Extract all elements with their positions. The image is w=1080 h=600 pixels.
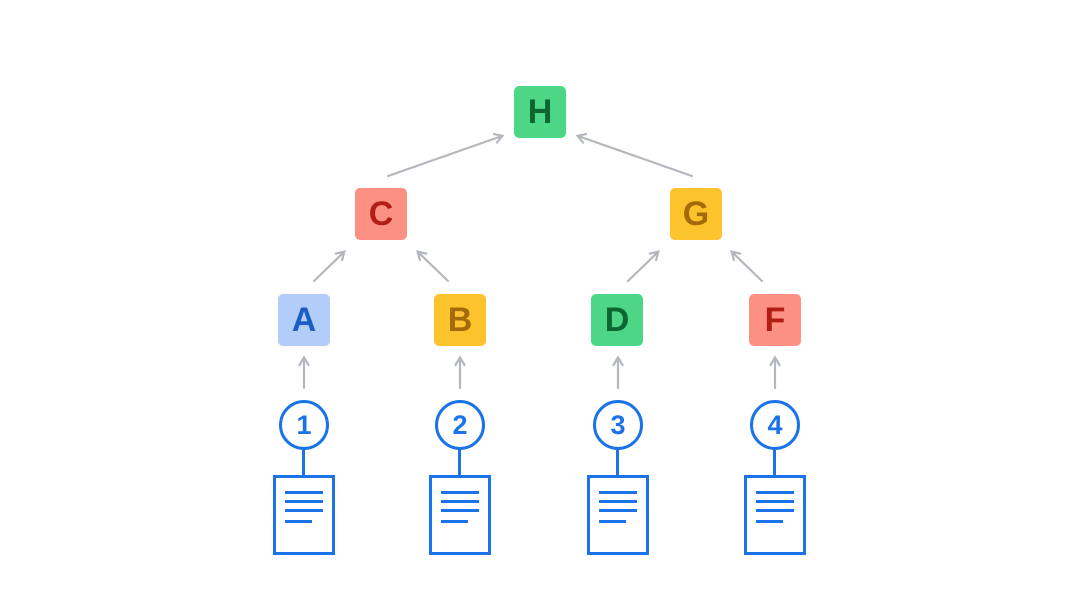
tree-node-h-label: H (527, 92, 553, 131)
document-icon-3 (587, 475, 649, 555)
tree-node-b: B (434, 294, 486, 346)
document-text-line (285, 491, 323, 494)
source-number-1: 1 (296, 409, 312, 440)
source-number-4: 4 (767, 409, 783, 440)
arrow-a-to-c (312, 250, 346, 283)
connector-line-1 (302, 447, 305, 478)
arrow-c-to-h (386, 132, 505, 178)
arrow-d-to-g (626, 250, 660, 283)
document-text-line (599, 500, 637, 503)
document-text-line (285, 500, 323, 503)
tree-node-c-label: C (368, 194, 394, 233)
document-icon-1 (273, 475, 335, 555)
source-number-3: 3 (610, 409, 626, 440)
arrow-g-to-h (575, 132, 694, 178)
document-text-line (756, 500, 794, 503)
tree-node-g: G (670, 188, 722, 240)
arrow-f-to-g (730, 250, 764, 283)
arrow-b-to-c (416, 250, 450, 283)
source-circle-4: 4 (750, 400, 800, 450)
document-text-line (441, 520, 468, 523)
document-text-line (599, 520, 626, 523)
document-text-line (756, 520, 783, 523)
document-text-line (285, 520, 312, 523)
connector-line-2 (458, 447, 461, 478)
tree-node-c: C (355, 188, 407, 240)
tree-node-f: F (749, 294, 801, 346)
connector-line-4 (773, 447, 776, 478)
tree-node-a-label: A (291, 300, 317, 339)
document-text-line (441, 500, 479, 503)
tree-node-g-label: G (682, 194, 710, 233)
document-text-line (756, 491, 794, 494)
tree-node-a: A (278, 294, 330, 346)
document-text-line (441, 491, 479, 494)
tree-node-f-label: F (764, 300, 786, 339)
document-text-line (599, 491, 637, 494)
connector-line-3 (616, 447, 619, 478)
tree-node-b-label: B (447, 300, 473, 339)
document-icon-2 (429, 475, 491, 555)
source-circle-1: 1 (279, 400, 329, 450)
tree-node-h: H (514, 86, 566, 138)
tree-node-d-label: D (604, 300, 630, 339)
source-circle-2: 2 (435, 400, 485, 450)
source-number-2: 2 (452, 409, 468, 440)
document-text-line (599, 509, 637, 512)
document-icon-4 (744, 475, 806, 555)
tree-node-d: D (591, 294, 643, 346)
source-circle-3: 3 (593, 400, 643, 450)
document-text-line (285, 509, 323, 512)
document-text-line (756, 509, 794, 512)
document-text-line (441, 509, 479, 512)
